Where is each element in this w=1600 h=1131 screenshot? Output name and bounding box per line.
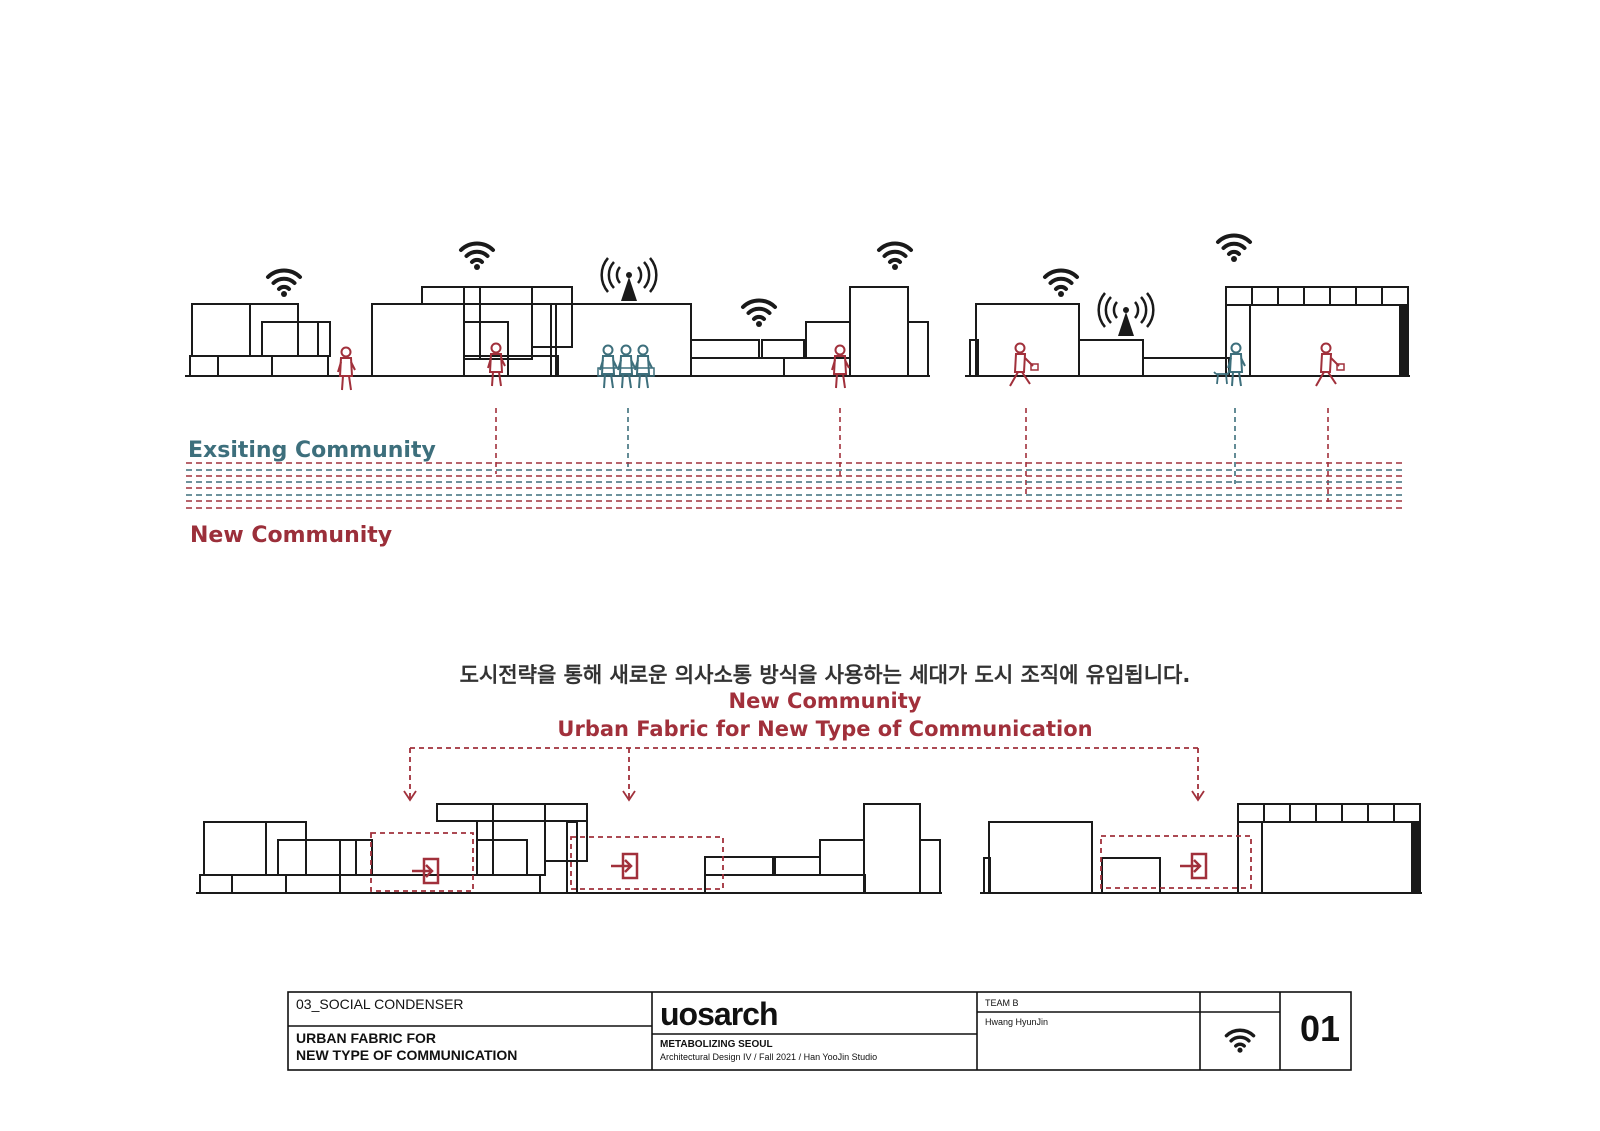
course-info: Architectural Design IV / Fall 2021 / Ha… xyxy=(660,1052,878,1062)
wifi-icon xyxy=(877,241,913,272)
new-community-label: New Community xyxy=(190,523,393,548)
uosarch-logo: uosarch xyxy=(660,996,778,1032)
antenna-tower-icon xyxy=(600,256,658,303)
project-name: METABOLIZING SEOUL xyxy=(660,1039,773,1050)
community-network-lines xyxy=(186,462,1404,509)
sheet-title-line2: NEW TYPE OF COMMUNICATION xyxy=(296,1047,518,1063)
new-community-walker-icon xyxy=(1009,342,1039,387)
entry-icon xyxy=(410,857,440,885)
wifi-icon xyxy=(266,268,302,299)
wifi-icon xyxy=(1216,233,1252,264)
antenna-tower-icon xyxy=(1097,291,1155,338)
new-community-person-icon xyxy=(831,344,850,389)
dog-icon xyxy=(1213,367,1231,385)
new-community-walker-icon xyxy=(1315,342,1345,387)
title-block-wifi-icon xyxy=(1224,1028,1256,1055)
wifi-icon xyxy=(1043,268,1079,299)
sheet-number: 01 xyxy=(1300,1008,1341,1049)
caption-new-community: New Community xyxy=(728,689,922,713)
caption-urban-fabric: Urban Fabric for New Type of Communicati… xyxy=(557,717,1093,741)
title-block xyxy=(287,991,1352,1071)
existing-community-label: Exsiting Community xyxy=(188,438,436,463)
korean-caption: 도시전략을 통해 새로운 의사소통 방식을 사용하는 세대가 도시 조직에 유입… xyxy=(459,663,1191,687)
bottom-building-section xyxy=(196,803,1422,894)
new-community-person-icon xyxy=(487,342,506,387)
wifi-icon xyxy=(741,298,777,329)
new-community-insertion-zones xyxy=(370,832,1252,892)
author-name: Hwang HyunJin xyxy=(985,1017,1049,1027)
wifi-icon xyxy=(459,241,495,272)
insertion-arrows xyxy=(403,747,1205,802)
top-building-section xyxy=(185,286,1410,377)
team-label: TEAM B xyxy=(985,998,1019,1008)
entry-icon xyxy=(1178,852,1208,880)
new-community-person-icon xyxy=(337,346,356,391)
entry-icon xyxy=(609,852,639,880)
existing-community-group-icon xyxy=(597,344,655,389)
sheet-code: 03_SOCIAL CONDENSER xyxy=(296,996,464,1012)
existing-community-person-icon xyxy=(1227,342,1246,387)
sheet-title-line1: URBAN FABRIC FOR xyxy=(296,1030,436,1046)
